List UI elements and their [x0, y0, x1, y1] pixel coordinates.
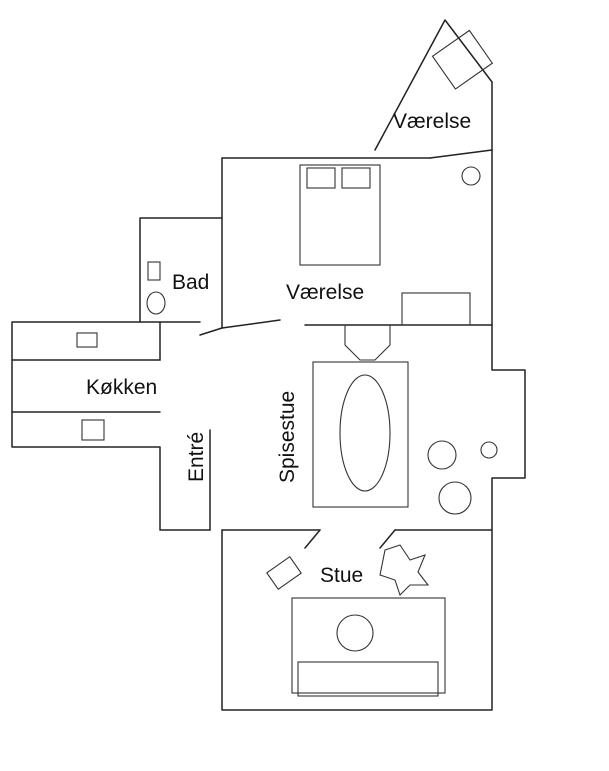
room-label-kitchen: Køkken	[86, 376, 157, 399]
dining-table	[339, 374, 391, 492]
pillow	[341, 167, 371, 189]
coffee-table	[336, 614, 374, 652]
room-label-living: Stue	[320, 564, 363, 587]
rug	[312, 361, 409, 508]
walls	[11, 19, 526, 711]
furniture	[76, 29, 498, 697]
armchair	[438, 481, 472, 515]
bathroom-sink	[147, 261, 161, 281]
sofa	[297, 661, 439, 697]
bed	[299, 164, 381, 266]
desk	[401, 292, 471, 326]
room-label-dining: Spisestue	[276, 391, 299, 483]
living-rug	[291, 597, 446, 694]
room-label-bedroom-middle: Værelse	[286, 281, 364, 304]
round-table	[480, 441, 498, 459]
round-table	[461, 166, 481, 186]
labels: Værelse Bad Værelse Køkken Entré Spisest…	[86, 110, 471, 587]
sideboard	[344, 325, 391, 361]
room-label-entrance: Entré	[185, 432, 208, 482]
sink	[76, 332, 98, 348]
pillow	[306, 167, 336, 189]
room-label-bathroom: Bad	[172, 271, 209, 294]
toilet	[146, 291, 166, 315]
room-label-bedroom-top: Værelse	[393, 110, 471, 133]
stove	[81, 419, 105, 441]
bed-top	[431, 29, 494, 90]
armchair	[427, 440, 457, 470]
plant	[379, 544, 430, 597]
chair	[266, 556, 302, 590]
